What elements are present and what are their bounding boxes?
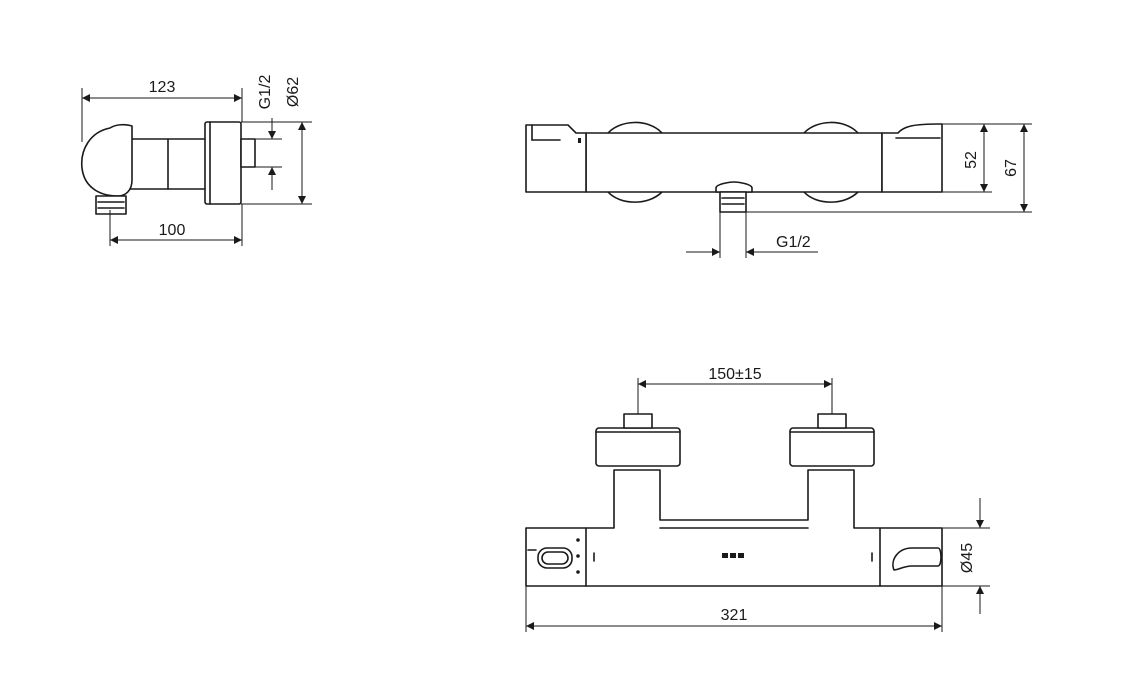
dim-side-diameter: Ø62 bbox=[285, 77, 302, 107]
front-view: G1/2 52 67 bbox=[525, 121, 1032, 258]
front-left-handle bbox=[525, 124, 587, 193]
side-view: 123 100 G1/2 Ø62 bbox=[81, 75, 312, 246]
dim-front-body-height: 52 bbox=[963, 151, 980, 169]
dim-front-outlet-thread: G1/2 bbox=[776, 234, 811, 251]
dim-side-depth: 123 bbox=[149, 79, 176, 96]
top-right-inlet bbox=[817, 413, 847, 429]
dim-top-total-length: 321 bbox=[721, 607, 748, 624]
side-inlet-stub bbox=[240, 138, 256, 168]
top-left-inlet bbox=[623, 413, 653, 429]
dim-top-body-diameter: Ø45 bbox=[959, 543, 976, 573]
front-outlet bbox=[719, 191, 747, 213]
top-left-eccentric bbox=[595, 427, 681, 467]
dim-top-centers: 150±15 bbox=[708, 366, 761, 383]
top-left-button bbox=[537, 547, 573, 569]
front-right-handle bbox=[881, 123, 943, 193]
side-knob bbox=[81, 123, 133, 197]
top-view: 150±15 Ø45 321 bbox=[525, 366, 990, 632]
top-right-eccentric bbox=[789, 427, 875, 467]
dim-side-inlet-thread: G1/2 bbox=[257, 75, 274, 110]
top-right-lever bbox=[892, 547, 942, 571]
dim-front-total-height: 67 bbox=[1003, 159, 1020, 177]
dim-side-offset: 100 bbox=[159, 222, 186, 239]
side-outlet bbox=[95, 195, 127, 215]
